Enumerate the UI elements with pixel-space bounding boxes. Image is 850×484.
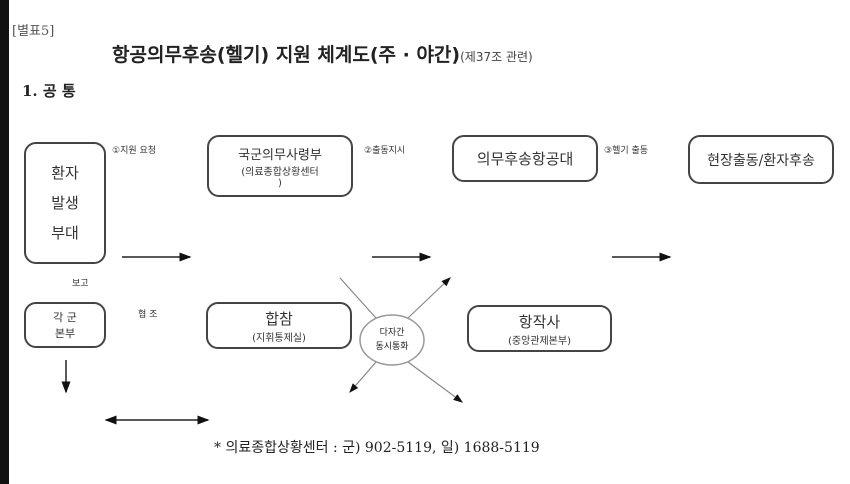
box-aviation-unit: 의무후송항공대	[452, 135, 598, 182]
box-medical-command: 국군의무사령부 (의료종합상황센터 )	[207, 135, 353, 197]
conference-ellipse	[359, 314, 425, 366]
army-aviation-sub: (중앙관제본부)	[507, 335, 571, 347]
unit-line3: 부대	[51, 224, 79, 242]
title-main: 항공의무후송(헬기) 지원 체계도(주 · 야간)	[112, 44, 461, 66]
arrow-downright	[407, 361, 463, 403]
section-heading: 1. 공 통	[22, 82, 76, 100]
army-aviation-main: 항작사	[518, 312, 561, 331]
unit-line1: 환자	[51, 164, 79, 182]
command-sub2: )	[278, 177, 282, 189]
box-army-aviation: 항작사 (중앙관제본부)	[467, 305, 612, 352]
conference-call-label: 다자간 동시통화	[366, 326, 418, 354]
box-jcs: 합참 (지휘통제실)	[206, 302, 352, 349]
footnote: * 의료종합상황센터 : 군) 902-5119, 일) 1688-5119	[214, 440, 540, 456]
label-report: 보고	[72, 279, 89, 289]
label-step1: ①지원 요청	[112, 146, 157, 156]
label-cooperate: 협 조	[138, 310, 158, 320]
box-field-dispatch: 현장출동/환자후송	[688, 135, 834, 184]
hq-line2: 본부	[54, 327, 76, 340]
annex-label: [별표5]	[12, 24, 55, 39]
hq-line1: 각 군	[53, 311, 77, 324]
page-title: 항공의무후송(헬기) 지원 체계도(주 · 야간)(제37조 관련)	[112, 40, 533, 67]
label-step2: ②출동지시	[364, 146, 406, 156]
box-service-hq: 각 군 본부	[24, 302, 106, 348]
conference-line2: 동시통화	[375, 342, 409, 352]
arrow-downleft	[349, 361, 377, 393]
label-step3: ③헬기 출동	[604, 146, 649, 156]
arrow-upright	[407, 277, 451, 319]
command-main: 국군의무사령부	[238, 147, 322, 163]
jcs-main: 합참	[265, 309, 293, 328]
title-ref: (제37조 관련)	[460, 50, 533, 64]
jcs-sub: (지휘통제실)	[252, 332, 306, 344]
unit-line2: 발생	[51, 194, 79, 212]
command-sub: (의료종합상황센터	[241, 166, 319, 178]
left-border	[0, 0, 9, 484]
conference-line1: 다자간	[379, 328, 405, 338]
line-upleft	[339, 277, 377, 319]
box-patient-unit: 환자 발생 부대	[24, 142, 106, 264]
